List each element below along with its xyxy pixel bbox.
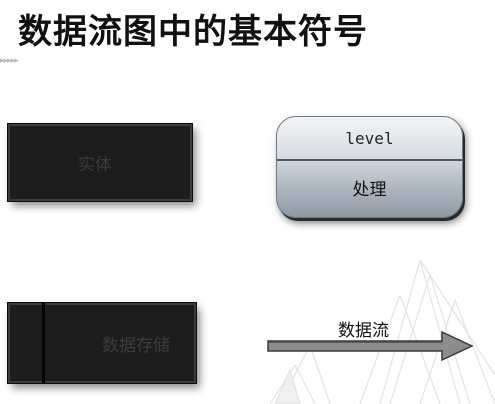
decorative-arrows: ▸▸▸▸▸ [0, 56, 19, 66]
data-flow-arrow [267, 330, 474, 362]
data-store-divider [42, 303, 45, 383]
data-store-label: 数据存储 [102, 336, 170, 356]
process-symbol: level 处理 [276, 116, 463, 218]
process-divider [277, 159, 462, 161]
page-title: 数据流图中的基本符号 [18, 12, 368, 52]
data-store-symbol: 数据存储 [8, 303, 196, 383]
process-label: 处理 [352, 180, 387, 200]
entity-symbol: 实体 [8, 124, 192, 201]
entity-label: 实体 [78, 155, 112, 175]
process-level-label: level [345, 129, 394, 148]
data-flow-label: 数据流 [338, 321, 389, 341]
